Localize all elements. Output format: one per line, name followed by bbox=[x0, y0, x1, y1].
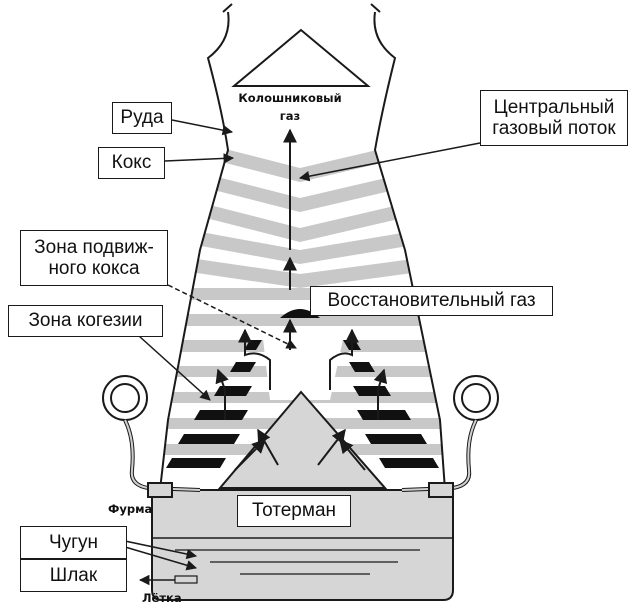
coke-label: Кокс bbox=[98, 147, 165, 179]
taphole bbox=[175, 576, 197, 583]
taphole-label: Лётка bbox=[142, 591, 182, 605]
deadman-label: Тотерман bbox=[237, 495, 351, 527]
central-gas-flow-label: Центральный газовый поток bbox=[480, 90, 628, 146]
top-gas-line2: газ bbox=[225, 109, 355, 123]
top-gas-line1: Колошниковый bbox=[225, 91, 355, 105]
reducing-gas-label: Восстановительный газ bbox=[310, 286, 553, 316]
iron-label: Чугун bbox=[20, 526, 127, 559]
ore-label: Руда bbox=[112, 102, 172, 134]
moving-coke-zone-line2: ного кокса bbox=[48, 258, 139, 279]
cohesive-zone-label: Зона когезии bbox=[8, 305, 163, 337]
slag-label: Шлак bbox=[20, 559, 127, 592]
tuyere-label: Фурма bbox=[108, 502, 152, 516]
moving-coke-zone-line1: Зона подвиж- bbox=[34, 237, 154, 258]
moving-coke-zone bbox=[262, 330, 345, 400]
central-gas-flow-line2: газовый поток bbox=[492, 118, 615, 139]
deadman-cone bbox=[220, 392, 385, 488]
central-gas-flow-line1: Центральный bbox=[494, 97, 615, 118]
distributor-cone bbox=[234, 30, 368, 86]
top-gas-label: Колошниковый газ bbox=[225, 91, 355, 123]
moving-coke-zone-label: Зона подвиж- ного кокса bbox=[20, 230, 168, 286]
